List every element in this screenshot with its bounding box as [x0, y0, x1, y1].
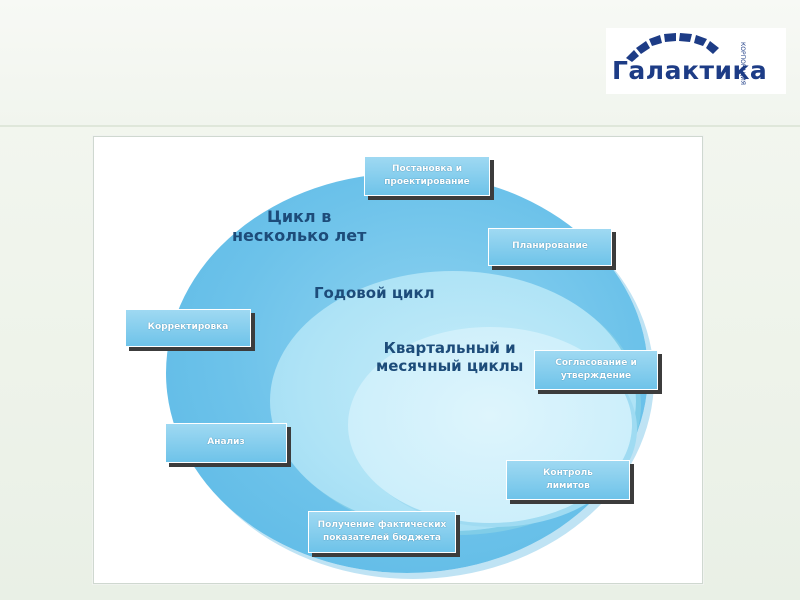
text-line-1: Годовой цикл [314, 284, 435, 302]
step-actuals-box: Получение фактических показателей бюджета [308, 511, 456, 553]
text-lines: Постановка и проектирование [384, 163, 470, 190]
text-line-2: проектирование [384, 177, 470, 187]
text-line-2: показателей бюджета [322, 533, 441, 543]
step-agreement-box: Согласование и утверждение [534, 350, 658, 390]
text-line-1: Получение фактических [317, 519, 447, 530]
step-planning-box: Планирование [488, 228, 612, 266]
text-line-1: Анализ [207, 437, 245, 448]
text-lines: Анализ [207, 436, 244, 450]
text-line-1: Квартальный и [383, 339, 516, 357]
step-analysis-box: Анализ [165, 423, 287, 463]
logo-subtitle: КОРПОРАЦИЯ [739, 42, 746, 85]
text-lines: Корректировка [148, 321, 229, 335]
logo-wordmark: Галактика [612, 56, 768, 85]
logo-arc-icon [626, 33, 719, 62]
middle-cycle-label: Годовой цикл [314, 284, 435, 302]
text-line-1: Согласование и [555, 357, 637, 368]
company-logo: Галактика КОРПОРАЦИЯ [606, 28, 786, 94]
text-lines: Согласование и утверждение [555, 357, 637, 384]
text-line-1: Корректировка [147, 322, 229, 333]
text-lines: Годовой цикл [314, 284, 435, 302]
step-setup-box: Постановка и проектирование [364, 156, 490, 196]
text-line-1: Планирование [512, 241, 588, 252]
step-limits-box: Контроль лимитов [506, 460, 630, 500]
text-line-1: Постановка и [391, 163, 463, 174]
text-line-2: утверждение [560, 371, 632, 381]
text-line-2: несколько лет [232, 226, 367, 246]
text-line-2: месячный циклы [376, 357, 524, 375]
text-line-2: лимитов [546, 481, 590, 491]
text-lines: Контроль лимитов [543, 467, 593, 494]
text-line-1: Контроль [543, 467, 593, 478]
text-line-1: Цикл в [267, 207, 332, 226]
text-lines: Получение фактических показателей бюджета [318, 519, 447, 546]
text-lines: Планирование [512, 240, 588, 254]
step-correction-box: Корректировка [125, 309, 251, 347]
